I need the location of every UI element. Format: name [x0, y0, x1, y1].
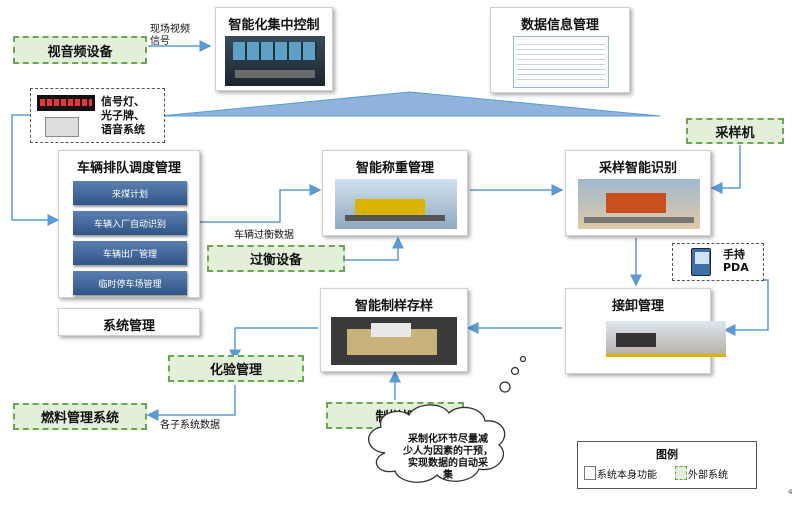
cloud-line1: 采制化环节尽量减 — [408, 434, 488, 445]
av-signal-line1: 现场视频 — [150, 24, 190, 35]
prep-storage-title: 智能制样存样 — [354, 299, 433, 314]
signal-devices-label: 信号灯、 光子牌、 语音系统 — [101, 95, 145, 137]
cloud-line2: 少人为因素的干预， — [403, 446, 493, 457]
pda-device-icon — [691, 248, 711, 276]
signal-devices-box: 信号灯、 光子牌、 语音系统 — [30, 88, 165, 143]
weighing-box: 智能称重管理 — [322, 150, 468, 236]
unloading-image — [606, 321, 726, 357]
central-control-box: 智能化集中控制 — [215, 7, 333, 91]
speaker-image — [45, 117, 79, 137]
cloud-line4: 集 — [443, 470, 453, 481]
data-table-image — [513, 36, 609, 88]
system-mgmt-title: 系统管理 — [102, 319, 155, 334]
signal-line2: 光子牌、 — [101, 109, 145, 122]
thought-cloud — [368, 355, 527, 483]
pda-box: 手持 PDA — [672, 243, 764, 281]
av-signal-line2: 信号 — [150, 36, 170, 47]
queue-item-coal-plan: 来煤计划 — [73, 181, 187, 205]
data-mgmt-title: 数据信息管理 — [520, 18, 599, 33]
av-signal-label: 现场视频 信号 — [150, 24, 190, 48]
control-room-image — [225, 36, 325, 86]
data-mgmt-box: 数据信息管理 — [490, 7, 630, 93]
queue-item-auto-id: 车辆入厂自动识别 — [73, 211, 187, 235]
queue-title: 车辆排队调度管理 — [76, 161, 181, 176]
sampler-box: 采样机 — [686, 118, 784, 144]
unloading-title: 接卸管理 — [611, 299, 664, 314]
sampling-id-title: 采样智能识别 — [598, 161, 677, 176]
system-mgmt-box: 系统管理 — [58, 308, 200, 336]
queue-item-exit: 车辆出厂管理 — [73, 241, 187, 265]
queue-box: 车辆排队调度管理 来煤计划 车辆入厂自动识别 车辆出厂管理 临时停车场管理 — [58, 150, 200, 298]
led-sign-image — [37, 95, 95, 111]
legend-own-swatch — [584, 466, 596, 480]
signal-line1: 信号灯、 — [101, 95, 145, 108]
prep-facility-image — [331, 317, 457, 365]
page-number: 4 — [788, 488, 793, 496]
legend-box: 图例 系统本身功能 外部系统 — [577, 441, 757, 489]
sampling-id-box: 采样智能识别 — [565, 150, 711, 236]
central-control-title: 智能化集中控制 — [228, 18, 320, 33]
lab-mgmt-box: 化验管理 — [168, 355, 304, 382]
legend-own-label: 系统本身功能 — [597, 470, 657, 481]
sampling-truck-image — [578, 179, 700, 229]
pda-line2: PDA — [723, 261, 749, 274]
prep-storage-box: 智能制样存样 — [320, 288, 468, 372]
unloading-box: 接卸管理 — [565, 288, 726, 374]
weighing-title: 智能称重管理 — [355, 161, 434, 176]
queue-item-parking: 临时停车场管理 — [73, 271, 187, 295]
legend-external-label: 外部系统 — [688, 470, 728, 481]
truck-scale-image — [335, 179, 457, 229]
fuel-system-box: 燃料管理系统 — [13, 403, 147, 430]
cloud-line3: 实现数据的自动采 — [408, 458, 488, 469]
av-devices-box: 视音频设备 — [13, 36, 147, 64]
pda-label: 手持 PDA — [723, 248, 749, 274]
cloud-text: 采制化环节尽量减 少人为因素的干预， 实现数据的自动采 集 — [392, 434, 504, 482]
legend-external-swatch — [675, 466, 687, 480]
signal-line3: 语音系统 — [101, 123, 145, 136]
pda-line1: 手持 — [723, 248, 745, 261]
weigh-data-label: 车辆过衡数据 — [234, 230, 294, 241]
subsystem-data-label: 各子系统数据 — [160, 420, 220, 431]
weigh-device-box: 过衡设备 — [207, 245, 345, 272]
legend-title: 图例 — [656, 448, 678, 461]
